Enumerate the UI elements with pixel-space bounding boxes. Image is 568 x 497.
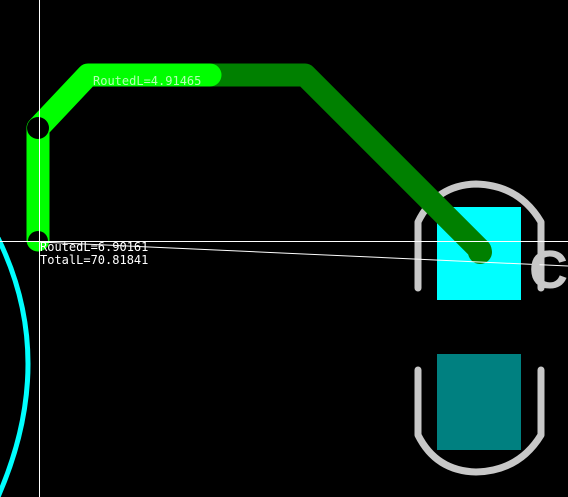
via[interactable] <box>27 117 49 139</box>
segment-routed-length-label: RoutedL=4.91465 <box>93 74 201 88</box>
cursor-total-length-label: TotalL=70.81841 <box>40 253 148 267</box>
component-designator: C <box>529 240 568 300</box>
trace-end-node <box>468 240 492 264</box>
smd-pad-bottom[interactable] <box>437 354 521 450</box>
cursor-routed-length-label: RoutedL=6.90161 <box>40 240 148 254</box>
board-outline-arc <box>0 236 31 497</box>
trace-endcap <box>28 231 48 241</box>
ratsnest-line <box>38 241 568 267</box>
active-routing-trace[interactable] <box>26 63 222 252</box>
routed-trace[interactable] <box>198 63 492 262</box>
component-silkscreen-bottom <box>414 366 545 476</box>
